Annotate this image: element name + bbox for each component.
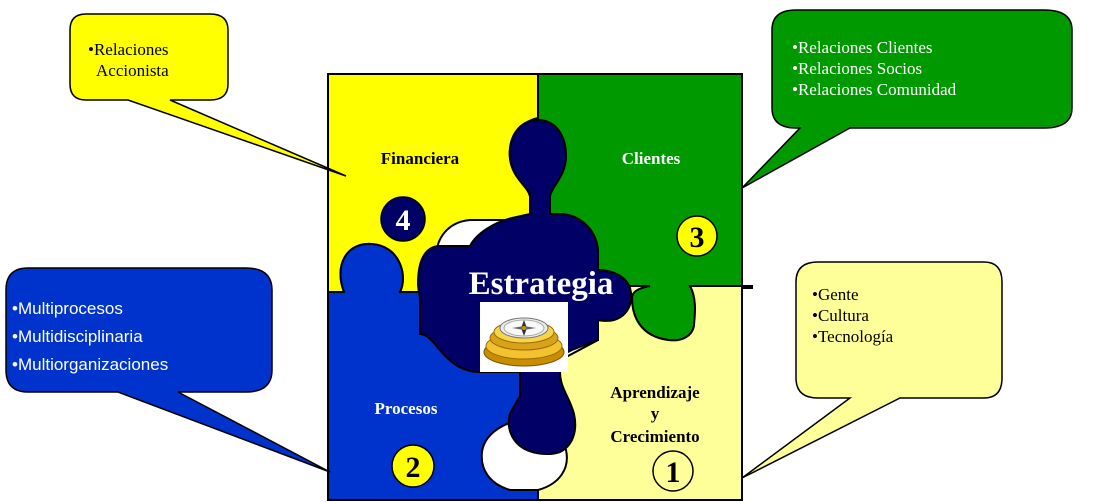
callout-financiera-line-2: Accionista xyxy=(96,61,169,80)
number-badge-clientes xyxy=(676,215,718,257)
callout-clientes-line-3: •Relaciones Comunidad xyxy=(792,80,957,99)
callout-clientes xyxy=(741,9,1073,189)
callout-procesos xyxy=(5,267,331,473)
number-procesos: 2 xyxy=(406,451,421,484)
callout-procesos-line-1: •Multiprocesos xyxy=(12,299,123,318)
callout-financiera-line-1: •Relaciones xyxy=(88,40,169,59)
number-aprendizaje: 1 xyxy=(666,456,681,489)
callout-procesos-line-3: •Multiorganizaciones xyxy=(12,355,168,374)
callout-aprendizaje-line-1: •Gente xyxy=(812,285,859,304)
label-aprendizaje-line-1: Aprendizaje xyxy=(610,383,700,402)
label-aprendizaje-line-3: Crecimiento xyxy=(610,427,699,446)
center-title-estrategia: Estrategia xyxy=(469,266,614,302)
callout-aprendizaje-line-2: •Cultura xyxy=(812,306,869,325)
callout-procesos-line-2: •Multidisciplinaria xyxy=(12,327,143,346)
callout-clientes-line-1: •Relaciones Clientes xyxy=(792,38,933,57)
number-clientes: 3 xyxy=(690,221,705,254)
number-badge-financiera xyxy=(380,196,426,242)
label-financiera: Financiera xyxy=(381,149,460,168)
number-badge-procesos xyxy=(391,444,435,488)
label-aprendizaje-line-2: y xyxy=(651,404,660,423)
compass-icon xyxy=(480,302,568,372)
number-badge-aprendizaje xyxy=(652,450,694,492)
label-procesos: Procesos xyxy=(375,399,438,418)
center-piece-estrategia xyxy=(416,118,633,455)
label-clientes: Clientes xyxy=(622,149,681,168)
callout-financiera xyxy=(69,13,347,177)
number-financiera: 4 xyxy=(396,204,411,237)
callout-aprendizaje-line-3: •Tecnología xyxy=(812,327,894,346)
callout-clientes-line-2: •Relaciones Socios xyxy=(792,59,922,78)
callout-aprendizaje xyxy=(741,261,1003,479)
